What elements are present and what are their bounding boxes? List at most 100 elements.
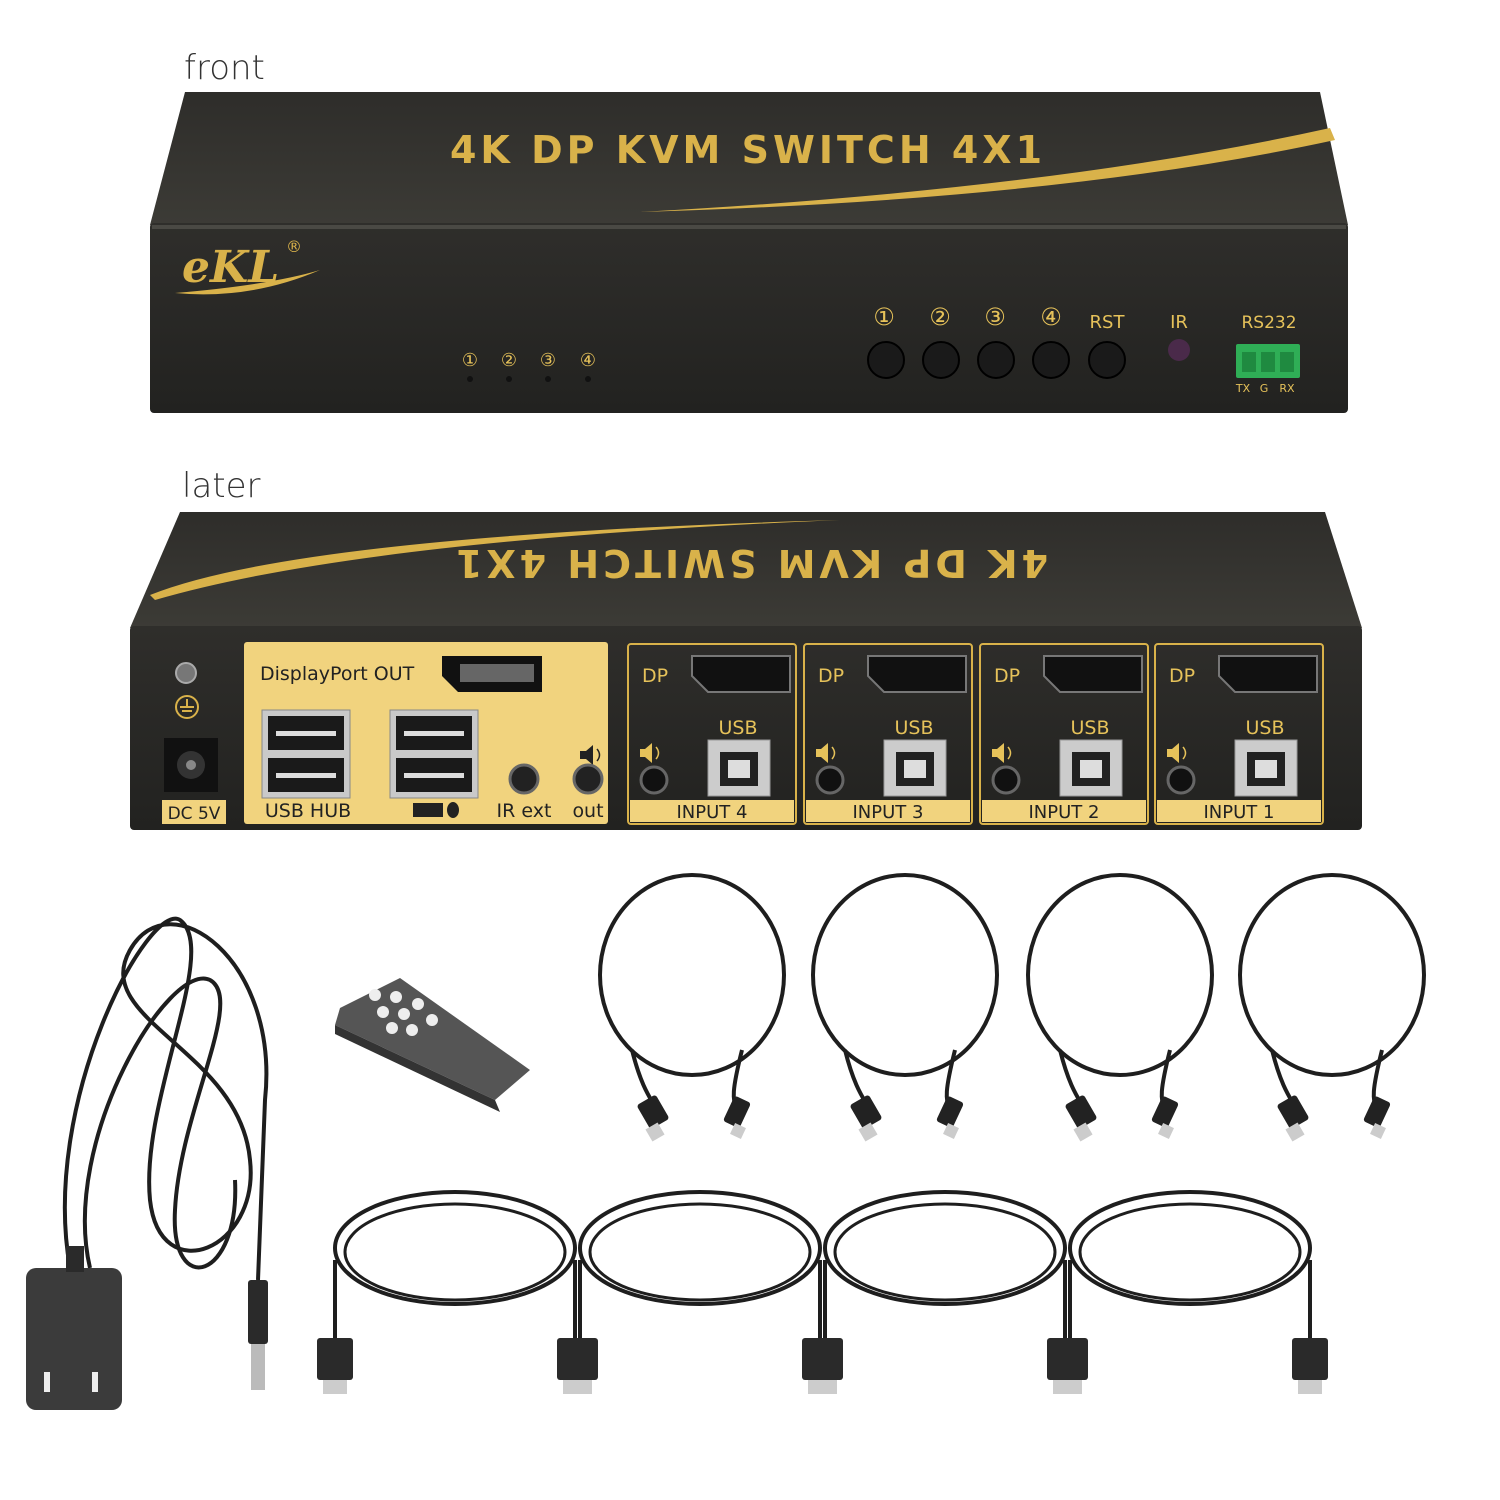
led-1 xyxy=(467,376,473,382)
front-device-top xyxy=(150,92,1348,225)
displayport-cables xyxy=(317,1190,1328,1394)
usb-label: USB xyxy=(1070,717,1109,739)
switch-button-4[interactable] xyxy=(1032,341,1070,379)
input-panel: DP USB INPUT 3 xyxy=(803,643,973,825)
usb-b-icon xyxy=(936,1096,964,1128)
input-panel: DP USB INPUT 1 xyxy=(1154,643,1324,825)
usb-cable xyxy=(1238,873,1426,1142)
usb-a-icon xyxy=(637,1095,669,1129)
ir-receiver xyxy=(1168,339,1190,361)
led-indicators: ① ② ③ ④ xyxy=(462,350,596,382)
button-label-4: ④ xyxy=(1040,303,1062,331)
dp-plug xyxy=(317,1338,353,1380)
input-panel-border xyxy=(627,643,797,825)
speaker-icon xyxy=(580,745,601,765)
usb-cable xyxy=(1026,873,1214,1142)
usb-a-icon xyxy=(850,1095,882,1129)
input-label: INPUT 4 xyxy=(677,802,748,823)
ground-icon xyxy=(175,695,199,719)
dp-plug xyxy=(807,1338,843,1380)
led-2 xyxy=(506,376,512,382)
led-label-3: ③ xyxy=(540,350,556,371)
led-label-4: ④ xyxy=(580,350,596,371)
button-label-1: ① xyxy=(873,303,895,331)
input-panel-border xyxy=(803,643,973,825)
button-label-2: ② xyxy=(929,303,951,331)
speaker-icon xyxy=(816,743,836,763)
led-3 xyxy=(545,376,551,382)
audio-jack xyxy=(991,765,1021,795)
displayport-cable xyxy=(317,1190,593,1394)
port-select-buttons: ① ② ③ ④ RST xyxy=(867,303,1126,379)
input-label: INPUT 2 xyxy=(1029,802,1100,823)
rs232-label: RS232 xyxy=(1241,313,1296,333)
displayport-icon xyxy=(691,655,791,693)
switch-button-2[interactable] xyxy=(922,341,960,379)
rear-device: 4K DP KVM SWITCH 4X1 DC 5V DisplayPort O… xyxy=(130,512,1362,830)
input-panel-border xyxy=(979,643,1149,825)
ground-screw xyxy=(175,662,197,684)
displayport-icon xyxy=(1043,655,1143,693)
front-device: 4K DP KVM SWITCH 4X1 eKL ® ① ② ③ ④ ① ② ③… xyxy=(150,92,1348,413)
power-adapter-body xyxy=(26,1268,122,1410)
usb-a-icon xyxy=(1277,1095,1309,1129)
dc-plug xyxy=(248,1280,268,1344)
dc-power-label: DC 5V xyxy=(168,804,221,824)
rs232-pin-g: G xyxy=(1260,382,1269,395)
input-label: INPUT 1 xyxy=(1204,802,1275,823)
dp-plug xyxy=(562,1338,598,1380)
audio-jack xyxy=(815,765,845,795)
usb-label: USB xyxy=(718,717,757,739)
usb-cables xyxy=(598,873,1426,1142)
input-label: INPUT 3 xyxy=(853,802,924,823)
reset-button[interactable] xyxy=(1088,341,1126,379)
displayport-icon xyxy=(1218,655,1318,693)
ir-remote xyxy=(335,978,530,1112)
led-label-1: ① xyxy=(462,350,478,371)
front-view-label: front xyxy=(184,48,265,88)
mouse-icon xyxy=(447,802,459,818)
audio-out-label: out xyxy=(572,800,603,822)
displayport-out-label: DisplayPort OUT xyxy=(260,663,415,685)
rear-view-label: later xyxy=(182,466,261,506)
usb-cable xyxy=(811,873,999,1142)
dp-plug xyxy=(1052,1338,1088,1380)
displayport-cable xyxy=(562,1190,838,1394)
rear-title: 4K DP KVM SWITCH 4X1 xyxy=(452,541,1048,585)
ir-ext-jack xyxy=(508,763,540,795)
usb-label: USB xyxy=(1245,717,1284,739)
ir-ext-label: IR ext xyxy=(497,800,552,822)
displayport-cable xyxy=(807,1190,1083,1394)
dp-plug xyxy=(1292,1338,1328,1380)
usb-hub-ports xyxy=(261,709,351,799)
switch-button-3[interactable] xyxy=(977,341,1015,379)
ir-label: IR xyxy=(1170,312,1188,333)
button-label-3: ③ xyxy=(984,303,1006,331)
rear-device-top xyxy=(130,512,1362,628)
usb-a-icon xyxy=(1065,1095,1097,1129)
displayport-icon xyxy=(867,655,967,693)
usb-hub-label: USB HUB xyxy=(265,800,351,822)
rs232-pin-tx: TX xyxy=(1235,382,1251,395)
dp-label: DP xyxy=(818,665,844,687)
usb-cable xyxy=(598,873,786,1142)
front-device-face xyxy=(150,223,1348,413)
rs232-pin-rx: RX xyxy=(1279,382,1295,395)
usb-b-icon xyxy=(1151,1096,1179,1128)
usb-b-icon xyxy=(707,739,771,797)
usb-b-icon xyxy=(723,1096,751,1128)
switch-button-1[interactable] xyxy=(867,341,905,379)
usb-b-icon xyxy=(1363,1096,1391,1128)
speaker-icon xyxy=(640,743,660,763)
usb-label: USB xyxy=(894,717,933,739)
led-4 xyxy=(585,376,591,382)
dp-label: DP xyxy=(1169,665,1195,687)
front-title: 4K DP KVM SWITCH 4X1 xyxy=(450,128,1046,172)
power-adapter xyxy=(26,916,269,1410)
rst-label: RST xyxy=(1090,312,1126,333)
logo-swoosh xyxy=(175,270,320,295)
audio-out-jack xyxy=(572,763,604,795)
